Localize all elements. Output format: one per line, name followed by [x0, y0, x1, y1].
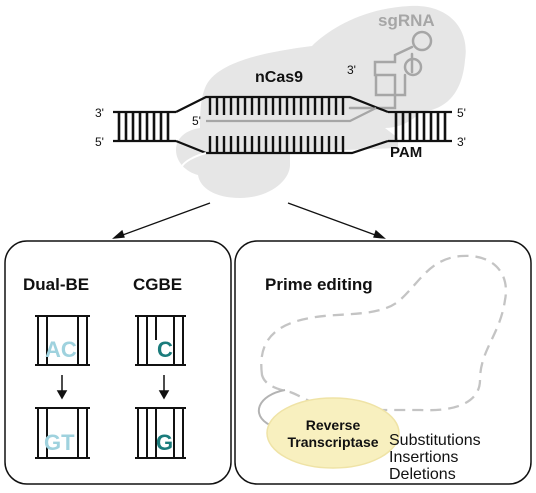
sgrna-strand — [348, 45, 414, 110]
inner-five-prime-label: 5' — [192, 114, 201, 128]
cgbe-title: CGBE — [133, 275, 182, 294]
linker — [258, 389, 286, 426]
branch-arrows — [112, 202, 386, 239]
dual-be-before-bases: AC — [45, 337, 77, 362]
dual-be-before-ladder — [35, 315, 90, 366]
rt-label-line1: Reverse — [306, 417, 361, 433]
sgrna-three-prime-label: 3' — [347, 63, 356, 77]
reverse-transcriptase-shape — [266, 397, 400, 469]
ncas9-label: nCas9 — [255, 69, 303, 86]
strand-left-top-label: 3' — [95, 106, 104, 120]
sgrna — [348, 30, 433, 110]
cgbe-before-base: C — [157, 337, 173, 362]
nicked-flap — [179, 152, 207, 179]
dna-separated-strands — [175, 95, 389, 155]
dual-be-title: Dual-BE — [23, 275, 89, 294]
sgrna-hairpin-loop-1 — [411, 30, 433, 52]
sgrna-tail — [374, 73, 407, 97]
sgrna-spacer-strand — [206, 107, 377, 123]
prime-editing-title: Prime editing — [265, 275, 373, 294]
dual-be-arrow — [56, 375, 68, 400]
dual-be-after-ladder — [35, 407, 90, 459]
cgbe-after-ladder — [135, 407, 186, 459]
arrowhead-right — [373, 229, 386, 239]
cgbe-arrow — [158, 375, 170, 400]
sgrna-hairpin-loop-2 — [403, 57, 423, 77]
strand-right-bottom-label: 3' — [457, 135, 466, 149]
dna-right-flank — [388, 110, 452, 143]
cas9-dashed-outline — [260, 254, 508, 412]
outcome-insertions: Insertions — [389, 449, 458, 466]
dual-be-after-bases: GT — [44, 430, 75, 455]
ncas9-complex: sgRNA 3' nCas9 3' 5' 5' 3' 5' PAM — [95, 5, 466, 198]
outcome-substitutions: Substitutions — [389, 432, 481, 449]
dna-left-flank — [113, 110, 176, 143]
arrowhead-left — [112, 229, 125, 239]
strand-left-bottom-label: 5' — [95, 135, 104, 149]
cgbe-after-base: G — [156, 430, 173, 455]
pam-label: PAM — [390, 144, 422, 161]
strand-right-top-label: 5' — [457, 106, 466, 120]
base-editor-panel: Dual-BE CGBE AC GT C — [4, 240, 232, 485]
outcome-deletions: Deletions — [389, 466, 456, 483]
prime-editing-panel: Prime editing Reverse Transcriptase Subs… — [234, 240, 532, 485]
rt-label-line2: Transcriptase — [287, 434, 378, 450]
cgbe-before-ladder — [135, 315, 186, 366]
sgrna-label: sgRNA — [378, 11, 435, 30]
